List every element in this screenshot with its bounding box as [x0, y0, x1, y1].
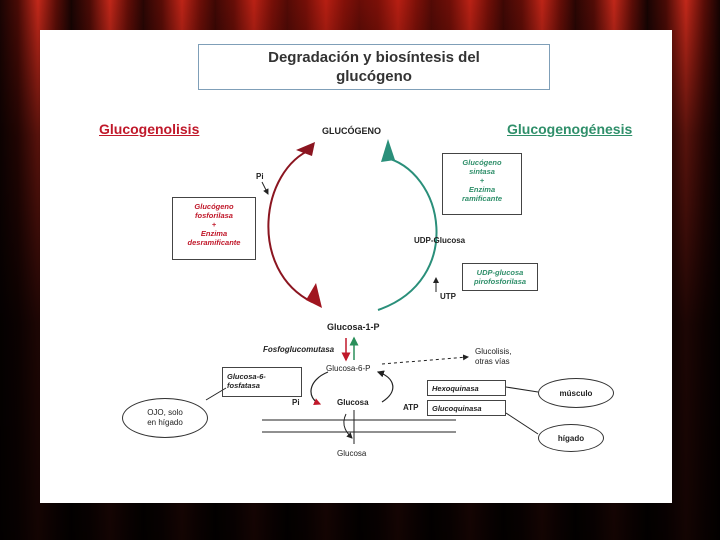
glucolisis-line-2: otras vías: [475, 357, 510, 366]
g6fosfatasa-line-2: fosfatasa: [227, 381, 260, 390]
glucolisis-line-1: Glucolisis,: [475, 347, 512, 356]
glucose-to-g6p-arc: [376, 370, 394, 403]
degradation-arc-head-top: [296, 142, 315, 156]
glucosa-1p-label: Glucosa-1-P: [327, 322, 380, 332]
degradation-arc-head-bottom: [306, 283, 322, 308]
glucogenolisis-header: Glucogenolisis: [99, 121, 200, 137]
pirofosforilasa-box: UDP-glucosa pirofosforilasa: [462, 263, 538, 291]
title-line-2: glucógeno: [336, 68, 412, 85]
sintasa-line-4: Enzima: [468, 185, 496, 194]
fosforilasa-line-4: Enzima: [200, 229, 228, 238]
glucogeno-sintasa-box: Glucógeno sintasa + Enzima ramificante: [442, 153, 522, 215]
ojo-callout: OJO, solo en hígado: [122, 398, 208, 438]
higado-connector: [505, 412, 539, 435]
musculo-callout: músculo: [538, 378, 614, 408]
glucoquinasa-box: Glucoquinasa: [427, 400, 506, 416]
ojo-line-1: OJO, solo: [147, 408, 183, 417]
g6fosfatasa-line-1: Glucosa-6-: [227, 372, 266, 381]
glycolysis-dashed-arrow: [381, 354, 469, 365]
synthesis-arc: [377, 156, 438, 311]
glucogenogenesis-header: Glucogenogénesis: [507, 121, 633, 137]
sintasa-line-2: sintasa: [469, 167, 495, 176]
pirofosforilasa-line-2: pirofosforilasa: [473, 277, 527, 286]
glucolisis-label: Glucolisis, otras vías: [475, 347, 511, 367]
higado-callout: hígado: [538, 424, 604, 452]
fosforilasa-line-5: desramificante: [187, 238, 241, 247]
glucosa-bottom-label: Glucosa: [337, 449, 367, 458]
pirofosforilasa-line-1: UDP-glucosa: [476, 268, 524, 277]
musculo-connector: [505, 386, 539, 393]
sintasa-line-3: +: [479, 176, 485, 185]
ojo-text: OJO, solo en hígado: [147, 408, 183, 428]
fosforilasa-line-2: fosforilasa: [195, 211, 233, 220]
title-line-1: Degradación y biosíntesis del: [268, 49, 480, 66]
pi-top-arrow: [261, 181, 269, 195]
g6p-to-glucose-arc: [310, 371, 329, 405]
degradation-arc: [267, 148, 313, 303]
glucosa-6-fosfatasa-box: Glucosa-6- fosfatasa: [222, 367, 302, 397]
synthesis-arc-head: [381, 139, 395, 162]
atp-label: ATP: [403, 403, 419, 412]
pi-bottom-label: Pi: [292, 398, 300, 407]
utp-label: UTP: [440, 292, 456, 301]
fosfoglucomutasa-label: Fosfoglucomutasa: [263, 345, 335, 354]
glucogeno-label: GLUCÓGENO: [322, 126, 382, 136]
hexoquinasa-box: Hexoquinasa: [427, 380, 506, 396]
pi-top-label: Pi: [256, 172, 264, 181]
sintasa-line-5: ramificante: [461, 194, 503, 203]
transporter-arrow: [343, 413, 353, 439]
udp-glucosa-label: UDP-Glucosa: [414, 236, 466, 245]
title-box: Degradación y biosíntesis del glucógeno: [198, 44, 550, 90]
fosforilasa-line-1: Glucógeno: [194, 202, 234, 211]
ojo-line-2: en hígado: [147, 418, 183, 427]
glucogeno-fosforilasa-box: Glucógeno fosforilasa + Enzima desramifi…: [172, 197, 256, 260]
sintasa-line-1: Glucógeno: [462, 158, 502, 167]
fosforilasa-line-3: +: [211, 220, 217, 229]
glucosa-6p-label: Glucosa-6-P: [326, 364, 371, 373]
glucosa-mid-label: Glucosa: [337, 398, 369, 407]
